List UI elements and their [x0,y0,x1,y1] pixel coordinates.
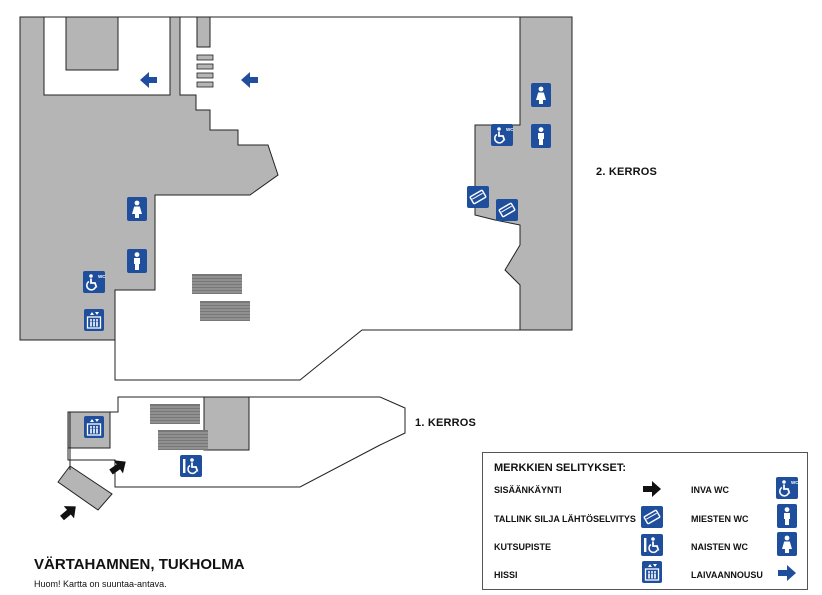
map-title: VÄRTAHAMNEN, TUKHOLMA [34,556,245,573]
women-wc-icon [531,83,551,107]
wc-badge-text: WC [791,480,798,485]
check-in-card-icon [641,506,663,528]
wheelchair-wc-icon: WC [776,477,798,499]
escalator-floor2-b [199,300,251,322]
blue-arrow-icon [778,565,796,581]
wheelchair-wc-icon [490,123,516,147]
legend-label-call-point: KUTSUPISTE [494,542,552,552]
legend-label-check-in: TALLINK SILJA LÄHTÖSELVITYS [494,514,636,524]
legend-label-men-wc: MIESTEN WC [691,514,749,524]
arrow-right-icon [643,481,661,497]
wheelchair-wc-icon [82,270,108,294]
legend-label-accessible-wc: INVA WC [691,485,729,495]
map-note: Huom! Kartta on suuntaa-antava. [34,579,167,589]
women-wc-icon [127,197,147,221]
men-wc-icon [777,504,797,528]
legend-title: MERKKIEN SELITYKSET: [494,462,627,474]
escalator-floor1-b [157,429,209,451]
entrance-arrow-icon [56,500,81,525]
check-in-card-icon [466,185,490,209]
floor2-label: 2. KERROS [596,166,658,178]
legend-label-boarding: LAIVAANNOUSU [691,570,763,580]
men-wc-icon [127,249,147,273]
legend: MERKKIEN SELITYKSET: SISÄÄNKÄYNTI TALLIN… [482,452,808,590]
wheelchair-call-icon [641,534,663,556]
legend-label-elevator: HISSI [494,570,518,580]
legend-label-women-wc: NAISTEN WC [691,542,748,552]
check-in-card-icon [495,198,519,222]
elevator-icon [83,415,105,439]
floor1-label: 1. KERROS [415,417,477,429]
legend-label-entrance: SISÄÄNKÄYNTI [494,485,562,495]
corridor-steps [196,54,214,88]
elevator-icon [83,308,105,332]
women-wc-icon [777,532,797,556]
floor1-entrance-block [57,465,113,511]
men-wc-icon [531,124,551,148]
escalator-floor1-a [149,403,201,425]
elevator-icon [642,561,662,583]
escalator-floor2-a [191,273,243,295]
wheelchair-call-icon [179,454,203,478]
